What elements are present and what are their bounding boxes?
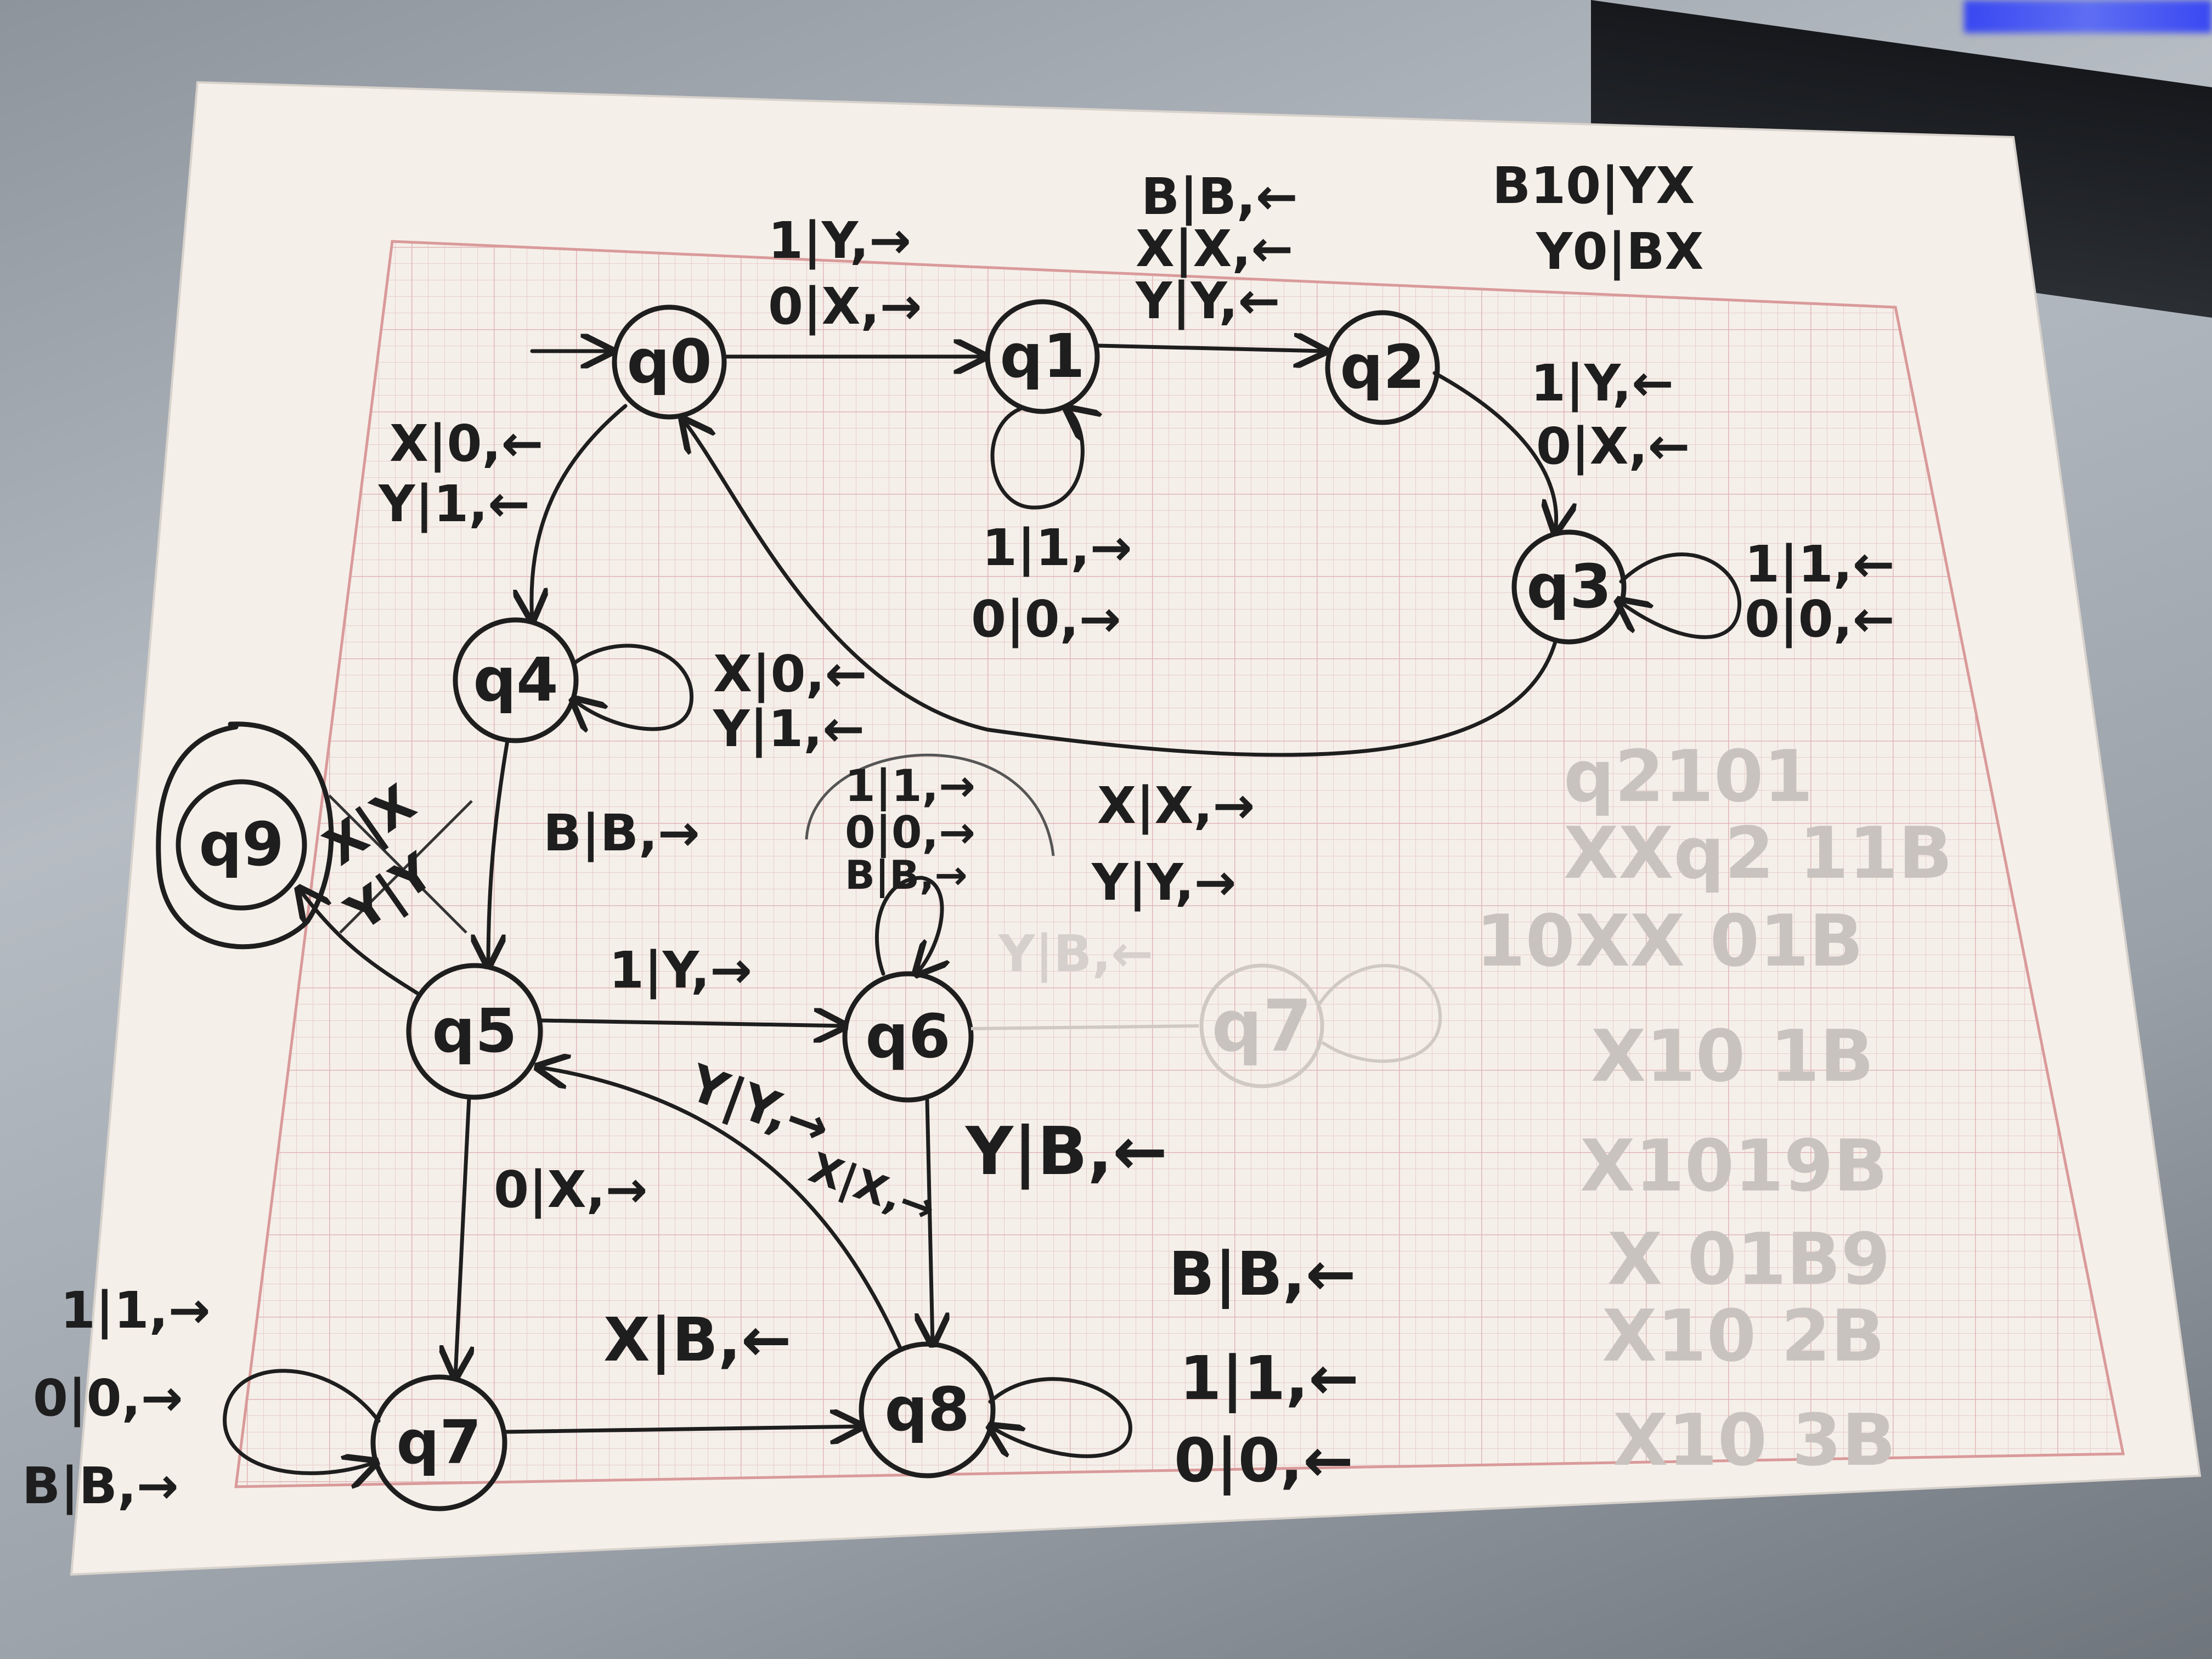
label-q7-loop-1: 0|0,→ [33,1369,183,1427]
edge-q8-q5 [538,1067,902,1349]
state-q9-circle [176,779,307,911]
note-top-right-1: Y0|BX [1536,222,1703,281]
label-q1-loop-0: 1|1,→ [982,518,1132,577]
loop-q6 [874,876,942,974]
loop-q1 [990,409,1082,510]
edge-q5-q6 [538,1020,845,1026]
label-q6-q8-0: Y|B,← [964,1114,1167,1190]
label-q8-loop-1: 1|1,← [1180,1343,1359,1414]
loop-q4 [573,644,693,729]
state-q0-label: q0 [627,326,712,397]
label-q1-q2-0: B|B,← [1141,167,1298,226]
faded-row-4: X1019B [1580,1124,1888,1207]
label-q4-q5-0: B|B,→ [543,804,700,862]
state-q1-label: q1 [1000,321,1085,391]
label-q1-loop-1: 0|0,→ [971,590,1121,648]
label-q0-q1-1: 0|X,→ [768,277,922,336]
label-q5-q7-0: 0|X,→ [494,1160,648,1219]
label-q5-q6-0: 1|Y,→ [609,941,752,1000]
label-q6-q7-1: Y|Y,→ [1091,853,1237,912]
edge-q4-q5 [488,738,510,966]
edge-q2-q3 [1432,371,1556,532]
faded-row-6: X10 2B [1602,1294,1885,1378]
keyboard-backlight [1964,0,2212,33]
faded-row-0: q2101 [1564,735,1813,818]
state-q6-label: q6 [865,1001,950,1071]
edge-q0-q4 [532,404,628,620]
label-q3-loop-1: 0|0,← [1745,590,1895,648]
label-q0-q4-0: X|0,← [390,414,544,473]
faded-row-7: X10 3B [1613,1398,1896,1482]
label-q7-q8-0: X|B,← [603,1305,792,1375]
edge-q5-q7 [455,1095,469,1377]
faded-tape-notes: q2101 XXq2 11B 10XX 01B X10 1B X1019B X … [1476,735,1953,1482]
faded-row-1: XXq2 11B [1564,811,1953,895]
faded-row-2: 10XX 01B [1476,899,1864,983]
state-q8-label: q8 [884,1374,969,1444]
label-q0-q1-0: 1|Y,→ [768,211,911,270]
faded-edge-q6-q7 [970,1024,1199,1030]
state-q3-label: q3 [1526,551,1611,622]
label-q1-q2-1: X|X,← [1136,219,1294,278]
faded-loop-q7 [1318,964,1442,1063]
label-q6-loop-1: 0|0,→ [845,807,975,859]
state-q9-outer-ring [156,721,334,950]
label-q7-loop-0: 1|1,→ [60,1281,211,1340]
loop-q7 [223,1369,379,1474]
label-q7-loop-2: B|B,→ [22,1457,179,1515]
state-q7-faded-circle [1199,963,1324,1088]
label-q2-q3-0: 1|Y,← [1531,354,1674,413]
label-q6-q7-0: X|X,→ [1097,776,1255,835]
state-q7-faded-label: q7 [1211,984,1312,1068]
label-q0-q4-1: Y|1,← [378,475,530,533]
faded-row-5: X 01B9 [1607,1217,1891,1301]
state-q4-label: q4 [473,645,558,715]
label-q8-loop-0: B|B,← [1169,1239,1356,1310]
loop-q3 [1618,552,1742,639]
edge-q6-q8 [927,1098,933,1344]
q5-q9-strike [328,794,473,934]
label-q1-q2-2: Y|Y,← [1135,272,1280,330]
state-q2-label: q2 [1340,332,1425,402]
note-top-right-0: B10|YX [1492,156,1695,215]
q6-loop-label-arc [805,753,1055,856]
label-q4-loop-0: X|0,← [713,645,867,703]
label-q6-loop-0: 1|1,→ [845,760,975,812]
edge-q1-q2 [1096,346,1325,351]
edge-q5-q9 [299,889,419,995]
label-q8-loop-2: 0|0,← [1174,1425,1353,1496]
edge-q3-q0 [683,420,1558,757]
label-q6-faded-0: Y|B,← [998,924,1153,983]
state-q9-label: q9 [199,809,284,879]
label-q6-loop-2: B|B,→ [845,852,968,899]
state-q7-label: q7 [396,1407,481,1477]
edge-q7-q8 [503,1426,861,1432]
loop-q8 [990,1377,1132,1458]
faded-row-3: X10 1B [1591,1014,1874,1098]
label-q3-loop-0: 1|1,← [1745,535,1895,594]
state-q5-label: q5 [432,996,517,1066]
grid-area [236,241,2123,1487]
label-q4-loop-1: Y|1,← [713,699,865,758]
label-q2-q3-1: 0|X,← [1536,417,1690,476]
